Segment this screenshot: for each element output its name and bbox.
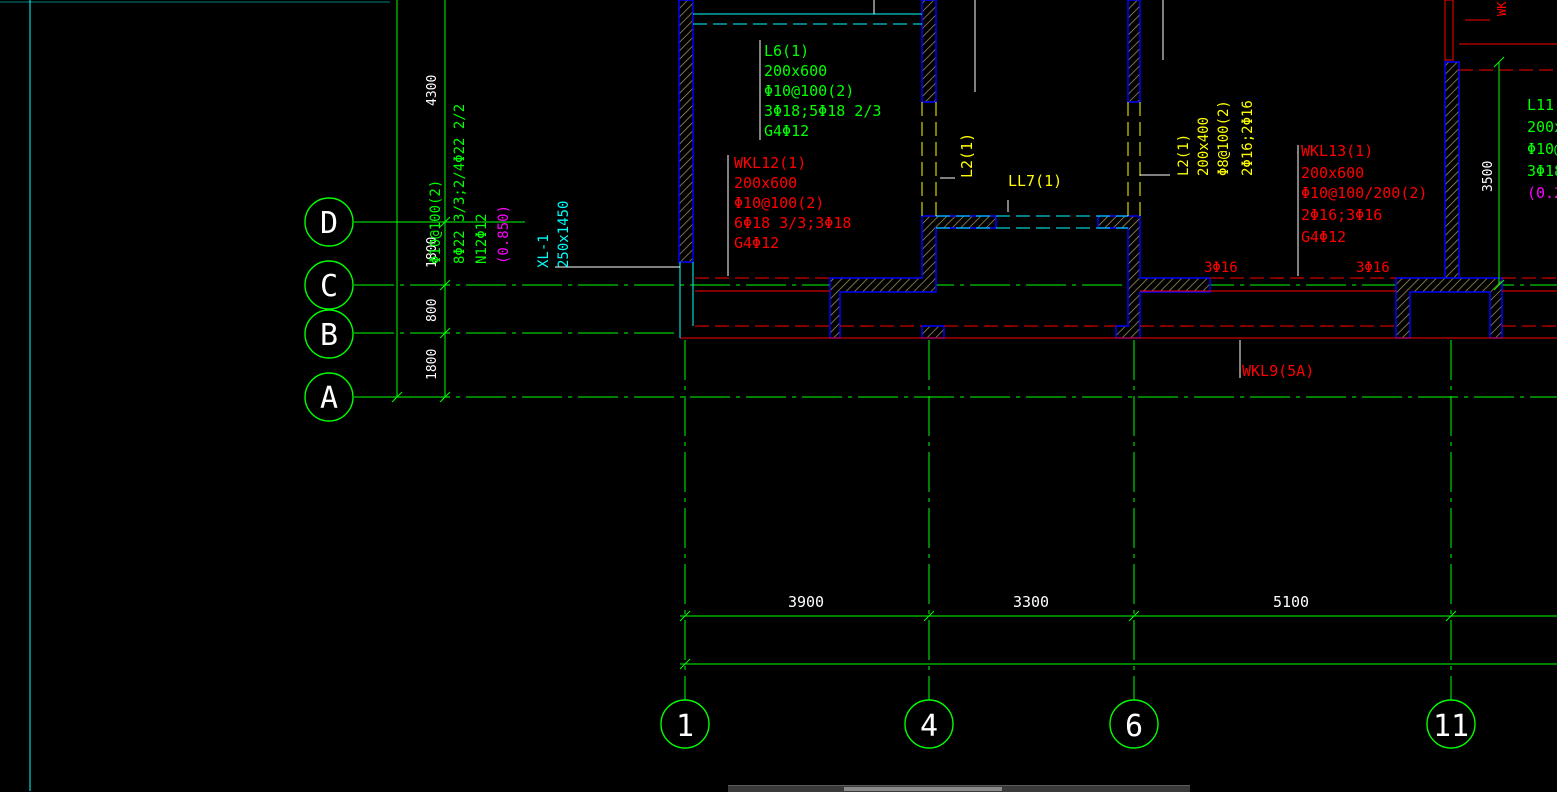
leader-lines	[727, 0, 1299, 378]
cyan-beam-lines	[555, 13, 1128, 338]
yellow-beam-lines	[921, 102, 1170, 216]
svg-text:XL-1: XL-1	[536, 234, 552, 268]
dim-1800-lower: 1800	[425, 349, 440, 380]
annotation-top-right-red: WK	[1495, 1, 1509, 16]
right-dimension-line	[1493, 56, 1505, 291]
annotation-3phi16-a: 3Φ16	[1204, 260, 1238, 276]
svg-text:Φ10@100(2): Φ10@100(2)	[764, 82, 854, 100]
dim-5100: 5100	[1273, 593, 1309, 611]
row-axis-bubbles: D C B A	[304, 197, 354, 422]
annotation-wkl12: WKL12(1) 200x600 Φ10@100(2) 6Φ18 3/3;3Φ1…	[734, 154, 851, 252]
svg-text:200x600: 200x600	[1301, 164, 1364, 182]
scrollbar-thumb[interactable]	[844, 787, 1002, 791]
svg-text:L2(1): L2(1)	[1176, 134, 1192, 176]
svg-text:2Φ16;3Φ16: 2Φ16;3Φ16	[1301, 206, 1382, 224]
axis-label-4: 4	[920, 709, 938, 744]
svg-text:G4Φ12: G4Φ12	[764, 122, 809, 140]
dim-3900: 3900	[788, 593, 824, 611]
column-axis-bubbles: 1 4 6 11	[660, 699, 1476, 749]
annotation-wkl9: WKL9(5A)	[1242, 362, 1314, 380]
svg-text:200x400: 200x400	[1196, 117, 1212, 176]
bottom-dimension-lines	[679, 610, 1557, 670]
svg-text:250x1450: 250x1450	[556, 201, 572, 268]
axis-label-a: A	[320, 381, 338, 416]
annotation-wkl13: WKL13(1) 200x600 Φ10@100/200(2) 2Φ16;3Φ1…	[1301, 142, 1427, 246]
annotation-xl1: XL-1 250x1450	[536, 201, 572, 268]
dim-800: 800	[425, 299, 440, 322]
svg-text:200x: 200x	[1527, 118, 1557, 136]
svg-text:3Φ18;5Φ18 2/3: 3Φ18;5Φ18 2/3	[764, 102, 881, 120]
svg-text:WKL13(1): WKL13(1)	[1301, 142, 1373, 160]
svg-text:Φ8@100(2): Φ8@100(2)	[1216, 100, 1232, 176]
svg-text:8Φ22 3/3;2/4Φ22 2/2: 8Φ22 3/3;2/4Φ22 2/2	[452, 104, 468, 264]
dim-4300: 4300	[425, 75, 440, 106]
annotation-ll7: LL7(1)	[1008, 172, 1062, 190]
svg-text:Φ10@100/200(2): Φ10@100/200(2)	[1301, 184, 1427, 202]
svg-text:WKL12(1): WKL12(1)	[734, 154, 806, 172]
svg-text:Φ10@100(2): Φ10@100(2)	[428, 180, 444, 264]
axis-label-c: C	[320, 269, 338, 304]
svg-text:(0.850): (0.850)	[496, 205, 512, 264]
axis-label-11: 11	[1433, 709, 1469, 744]
annotation-l2-b: L2(1) 200x400 Φ8@100(2) 2Φ16;2Φ16	[1176, 100, 1256, 176]
svg-text:N12Φ12: N12Φ12	[474, 213, 490, 264]
vertical-axis-lines	[684, 340, 1452, 700]
svg-text:G4Φ12: G4Φ12	[734, 234, 779, 252]
annotation-3phi16-b: 3Φ16	[1356, 260, 1390, 276]
svg-text:200x600: 200x600	[764, 62, 827, 80]
horizontal-axis-lines	[354, 221, 1557, 398]
annotation-left-vertical: Φ10@100(2) 8Φ22 3/3;2/4Φ22 2/2 N12Φ12 (0…	[428, 104, 512, 264]
dim-3500: 3500	[1481, 161, 1496, 192]
structure-walls	[678, 0, 1503, 339]
annotation-l11: L11( 200x Φ10@ 3Φ18 (0.28	[1527, 96, 1557, 202]
svg-text:(0.28: (0.28	[1527, 184, 1557, 202]
axis-label-d: D	[320, 206, 338, 241]
annotation-l2-a: L2(1)	[958, 133, 976, 178]
red-beam-lines	[680, 19, 1557, 339]
dim-3300: 3300	[1013, 593, 1049, 611]
svg-text:G4Φ12: G4Φ12	[1301, 228, 1346, 246]
svg-text:6Φ18 3/3;3Φ18: 6Φ18 3/3;3Φ18	[734, 214, 851, 232]
annotation-l6: L6(1) 200x600 Φ10@100(2) 3Φ18;5Φ18 2/3 G…	[764, 42, 881, 140]
svg-text:200x600: 200x600	[734, 174, 797, 192]
svg-text:L6(1): L6(1)	[764, 42, 809, 60]
svg-text:Φ10@: Φ10@	[1527, 140, 1557, 158]
axis-label-1: 1	[676, 709, 694, 744]
horizontal-scrollbar[interactable]	[728, 785, 1190, 792]
svg-text:L11(: L11(	[1527, 96, 1557, 114]
axis-label-6: 6	[1125, 709, 1143, 744]
left-dimension-lines	[390, 0, 451, 403]
axis-label-b: B	[320, 318, 338, 353]
dim-1800-upper: 1800	[425, 237, 440, 268]
svg-text:3Φ18: 3Φ18	[1527, 162, 1557, 180]
svg-text:2Φ16;2Φ16: 2Φ16;2Φ16	[1240, 100, 1256, 176]
svg-text:Φ10@100(2): Φ10@100(2)	[734, 194, 824, 212]
